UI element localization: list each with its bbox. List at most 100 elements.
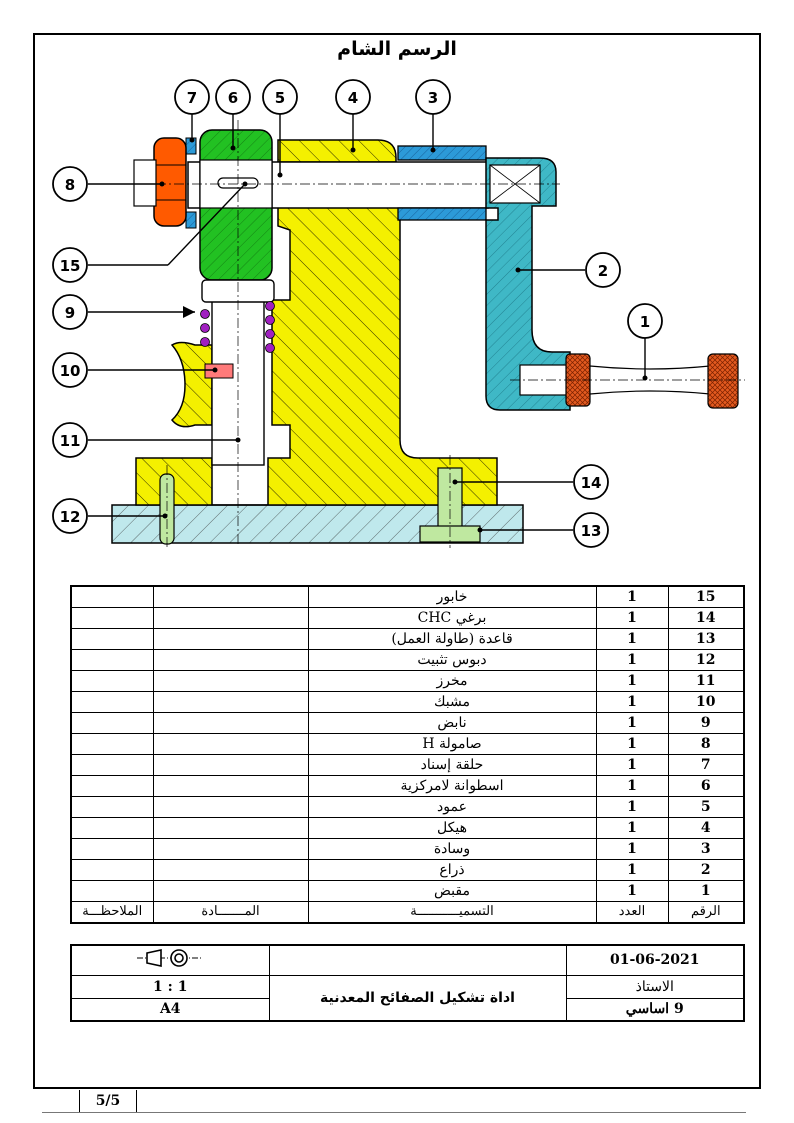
- remarks-cell: [70, 859, 154, 881]
- callout-8: 8: [52, 166, 88, 202]
- designation-cell: وسادة: [307, 838, 597, 860]
- designation-cell: اسطوانة لامركزية: [307, 775, 597, 797]
- date: 01-06-2021: [565, 944, 745, 976]
- number-cell: 2: [667, 859, 745, 881]
- designation-cell: برغي CHC: [307, 607, 597, 629]
- quantity-cell: 1: [595, 775, 669, 797]
- designation-cell: ذراع: [307, 859, 597, 881]
- number-cell: 5: [667, 796, 745, 818]
- designation-cell: مقبض: [307, 880, 597, 902]
- quantity-cell: 1: [595, 838, 669, 860]
- quantity-cell: 1: [595, 817, 669, 839]
- svg-text:11: 11: [60, 432, 81, 450]
- material-cell: [152, 691, 309, 713]
- material-cell: [152, 733, 309, 755]
- header-quantity: العدد: [595, 901, 669, 924]
- arm: [485, 157, 571, 411]
- teacher-label: الاستاذ: [565, 974, 745, 999]
- svg-text:12: 12: [60, 508, 81, 526]
- number-cell: 7: [667, 754, 745, 776]
- quantity-cell: 1: [595, 712, 669, 734]
- callout-2: 2: [585, 252, 621, 288]
- number-cell: 11: [667, 670, 745, 692]
- quantity-cell: 1: [595, 754, 669, 776]
- designation-cell: نابض: [307, 712, 597, 734]
- designation-cell: صامولة H: [307, 733, 597, 755]
- parts-table-header: الملاحظـــة المـــــــادة التسميــــــــ…: [70, 901, 745, 924]
- material-cell: [152, 585, 309, 608]
- remarks-cell: [70, 817, 154, 839]
- quantity-cell: 1: [595, 880, 669, 902]
- svg-text:15: 15: [60, 257, 81, 275]
- page-number: 5/5: [79, 1090, 137, 1113]
- callout-4: 4: [335, 79, 371, 115]
- material-cell: [152, 628, 309, 650]
- callout-7: 7: [174, 79, 210, 115]
- remarks-cell: [70, 712, 154, 734]
- spring: [200, 301, 275, 353]
- bushing: [397, 145, 487, 161]
- callout-11: 11: [52, 422, 88, 458]
- material-cell: [152, 775, 309, 797]
- header-remarks: الملاحظـــة: [70, 901, 154, 924]
- number-cell: 6: [667, 775, 745, 797]
- number-cell: 15: [667, 585, 745, 608]
- drawing-frame: [33, 33, 761, 1089]
- paper-format: A4: [70, 997, 270, 1022]
- footer-line: [42, 1112, 746, 1113]
- material-cell: [152, 880, 309, 902]
- clamp: [170, 341, 213, 428]
- number-cell: 8: [667, 733, 745, 755]
- designation-cell: حلقة إسناد: [307, 754, 597, 776]
- number-cell: 4: [667, 817, 745, 839]
- designation-cell: هيكل: [307, 817, 597, 839]
- shaft-end: [133, 159, 157, 207]
- number-cell: 10: [667, 691, 745, 713]
- remarks-cell: [70, 754, 154, 776]
- svg-text:9: 9: [65, 304, 75, 322]
- quantity-cell: 1: [595, 585, 669, 608]
- svg-text:4: 4: [348, 89, 358, 107]
- callout-12: 12: [52, 498, 88, 534]
- material-cell: [152, 838, 309, 860]
- quantity-cell: 1: [595, 733, 669, 755]
- svg-text:7: 7: [187, 89, 197, 107]
- remarks-cell: [70, 796, 154, 818]
- svg-text:1: 1: [640, 313, 650, 331]
- material-cell: [152, 649, 309, 671]
- remarks-cell: [70, 585, 154, 608]
- svg-text:10: 10: [60, 362, 81, 380]
- number-cell: 9: [667, 712, 745, 734]
- svg-text:14: 14: [581, 474, 602, 492]
- callout-6: 6: [215, 79, 251, 115]
- material-cell: [152, 859, 309, 881]
- number-cell: 13: [667, 628, 745, 650]
- handle-grip-outer: [707, 353, 739, 409]
- designation-cell: خابور: [307, 585, 597, 608]
- material-cell: [152, 670, 309, 692]
- material-cell: [152, 796, 309, 818]
- title-block: 01-06-2021 1 : 1 اداة تشكيل الصفائح المع…: [70, 944, 745, 1022]
- svg-text:2: 2: [598, 262, 608, 280]
- callout-13: 13: [573, 512, 609, 548]
- remarks-cell: [70, 628, 154, 650]
- header-number: الرقم: [667, 901, 745, 924]
- callout-10: 10: [52, 352, 88, 388]
- callout-3: 3: [415, 79, 451, 115]
- scale: 1 : 1: [70, 974, 270, 999]
